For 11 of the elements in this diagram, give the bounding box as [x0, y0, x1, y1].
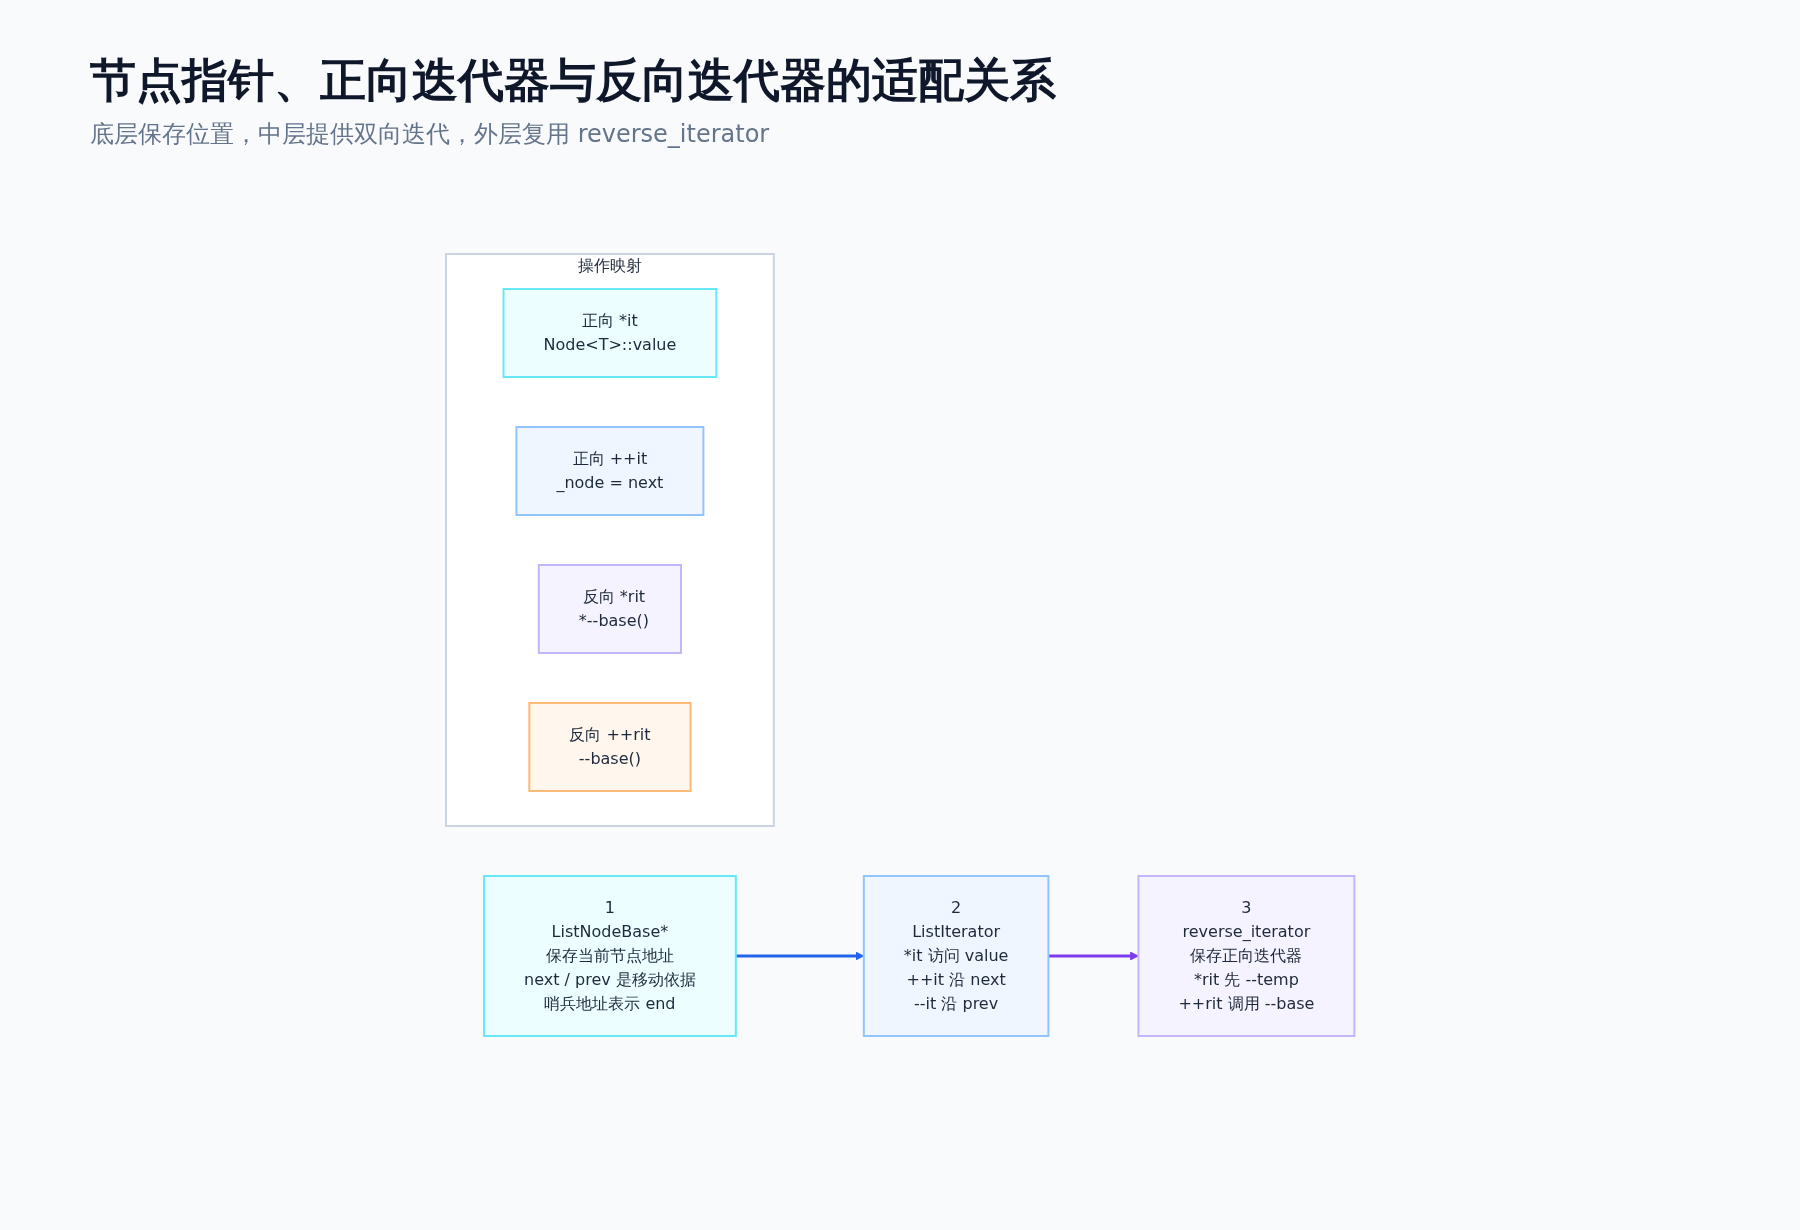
node-box: 1 ListNodeBase* 保存当前节点地址 next / prev 是移动依据 哨兵地址表示 end	[482, 875, 737, 1037]
node-box: 正向 ++it _node = next	[515, 426, 705, 516]
arrow	[1048, 951, 1139, 961]
node-box: 2 ListIterator *it 访问 value ++it 沿 next --it 沿 prev	[862, 875, 1050, 1037]
node-box: 反向 ++rit --base()	[528, 702, 692, 792]
node-box: 正向 *it Node<T>::value	[502, 288, 718, 378]
title: 节点指针、正向迭代器与反向迭代器的适配关系	[90, 52, 1057, 109]
node-box: 反向 *rit *--base()	[537, 564, 682, 654]
node-box: 3 reverse_iterator 保存正向迭代器 *rit 先 --temp ++rit 调用 --base	[1137, 875, 1356, 1037]
subtitle: 底层保存位置，中层提供双向迭代，外层复用 reverse_iterator	[90, 119, 771, 150]
arrow	[735, 951, 864, 961]
